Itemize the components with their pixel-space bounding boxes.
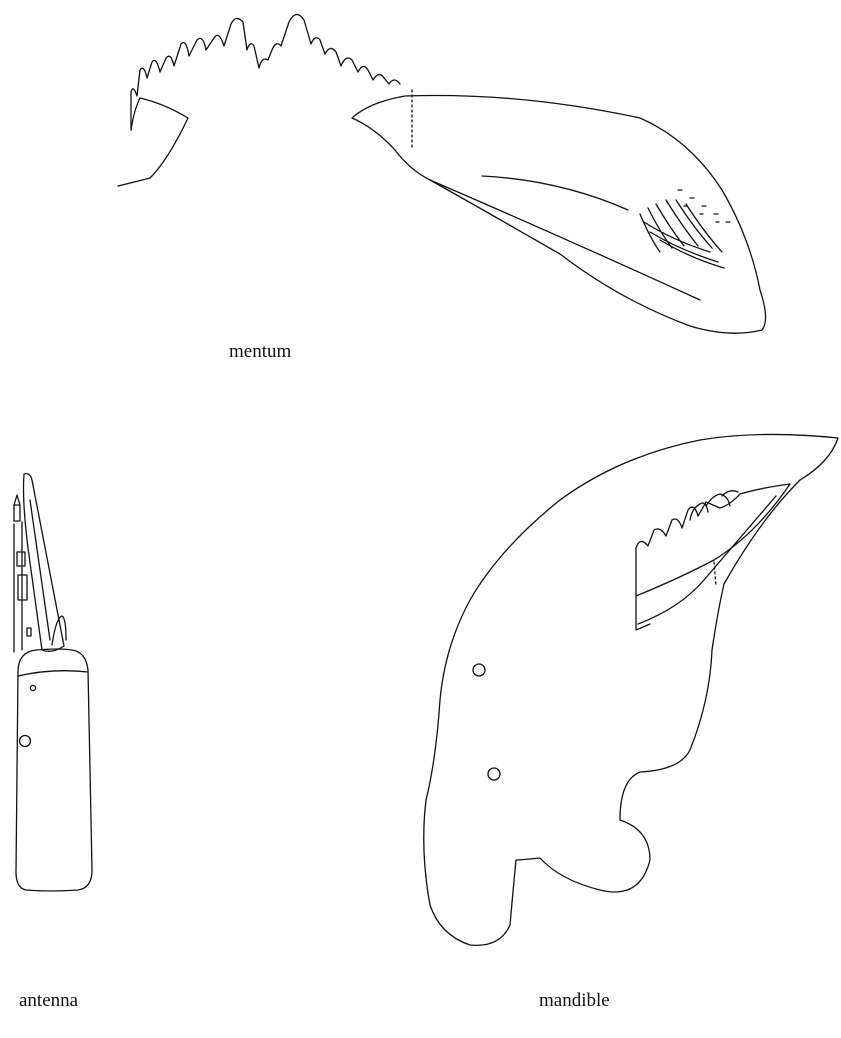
antenna-segment-1: [14, 505, 20, 521]
plate-inner-line: [482, 176, 628, 210]
antenna-segment-4: [27, 628, 31, 636]
mentum-drawing: [118, 14, 400, 186]
mandible-label: mandible: [539, 990, 610, 1012]
mandible-pore-2: [488, 768, 500, 780]
antenna-drawing: [14, 474, 92, 891]
mandible-drawing: [424, 434, 838, 945]
plate-striae: [640, 200, 724, 268]
mandible-outline: [424, 434, 838, 945]
mandible-pore-1: [473, 664, 485, 676]
ventromental-plate-drawing: [352, 90, 766, 333]
mentum-left-edge: [118, 98, 188, 186]
antenna-ring-organ-small: [30, 685, 35, 690]
antenna-collar-line: [18, 671, 88, 676]
antenna-ring-organ: [20, 736, 31, 747]
antenna-style: [14, 495, 20, 505]
plate-dots: [678, 190, 730, 222]
mandible-tooth-blade: [636, 484, 790, 596]
mandible-tooth-inner: [638, 496, 776, 624]
antenna-label: antenna: [19, 990, 78, 1012]
antenna-segment-2: [17, 552, 25, 566]
mentum-label: mentum: [229, 341, 291, 363]
antenna-basal-segment: [16, 649, 92, 891]
mentum-inner-curve: [131, 98, 140, 130]
mandible-stub: [636, 596, 650, 630]
